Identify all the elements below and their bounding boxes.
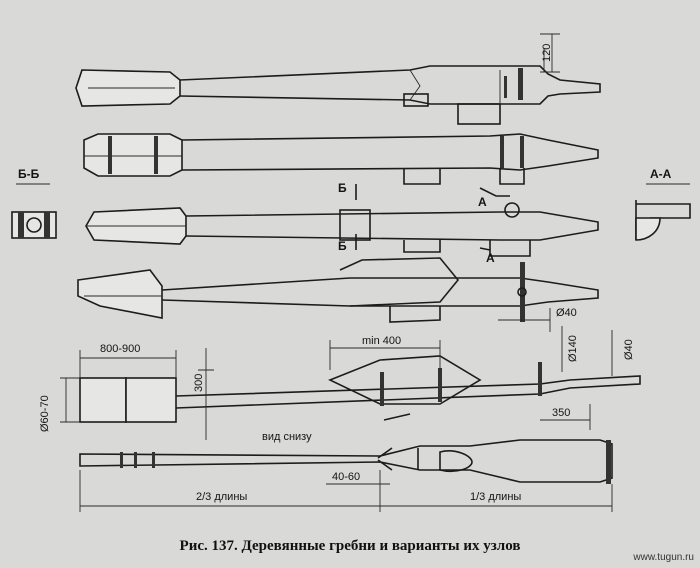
detail-plan: 800-900 300 Ø60-70 min 400 Ø140 Ø40 350 … bbox=[39, 326, 641, 443]
dia-140-label: Ø140 bbox=[567, 335, 579, 362]
mark-b-bottom: Б bbox=[338, 239, 347, 253]
dim-800-900-label: 800-900 bbox=[100, 343, 140, 355]
section-bb: Б-Б bbox=[11, 167, 57, 239]
mark-b-top: Б bbox=[338, 181, 347, 195]
dia-60-70-label: Ø60-70 bbox=[39, 395, 51, 432]
mark-a-bottom: А bbox=[486, 251, 495, 265]
dim-40-60-label: 40-60 bbox=[332, 471, 360, 483]
oar-1: 120 bbox=[75, 33, 601, 125]
one-third-label: 1/3 длины bbox=[470, 491, 521, 503]
section-aa-label: А-А bbox=[650, 167, 672, 181]
dim-120-label: 120 bbox=[541, 44, 553, 62]
dim-350-label: 350 bbox=[552, 407, 570, 419]
view-bottom-label: вид снизу bbox=[262, 431, 312, 443]
dia-40-right-label: Ø40 bbox=[623, 339, 635, 360]
two-thirds-label: 2/3 длины bbox=[196, 491, 247, 503]
oar-3: Б Б А А bbox=[85, 181, 599, 265]
dia-40-top-label: Ø40 bbox=[556, 307, 577, 319]
mark-a-top: А bbox=[478, 195, 487, 209]
min-400-label: min 400 bbox=[362, 335, 401, 347]
figure-caption: Рис. 137. Деревянные гребни и варианты и… bbox=[179, 538, 521, 554]
section-bb-label: Б-Б bbox=[18, 167, 40, 181]
oar-2 bbox=[83, 133, 599, 185]
watermark-text: www.tugun.ru bbox=[633, 552, 694, 563]
detail-bottom-view: 40-60 2/3 длины 1/3 длины bbox=[79, 439, 613, 512]
oar-4: Ø40 bbox=[77, 257, 599, 332]
section-aa: А-А bbox=[635, 167, 691, 241]
dim-300-label: 300 bbox=[193, 374, 205, 392]
